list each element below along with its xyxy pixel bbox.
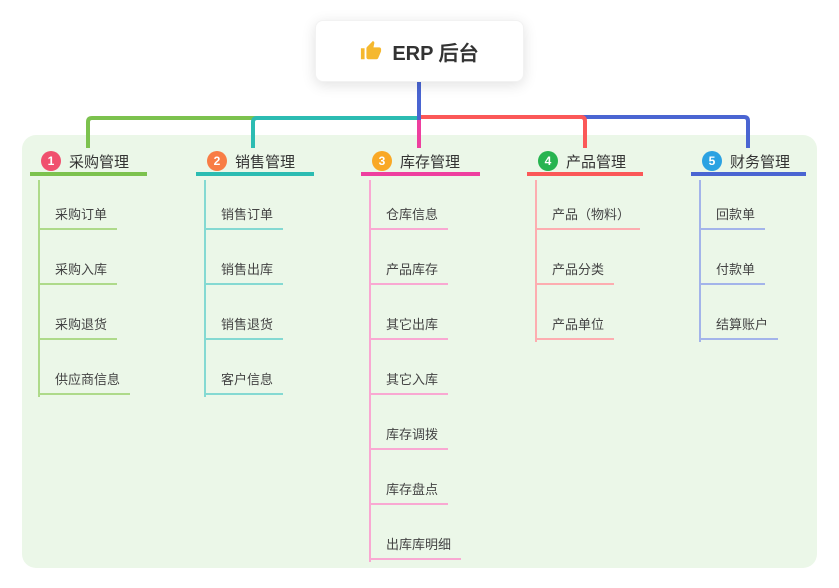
branch-2: 2 销售管理销售订单销售出库销售退货客户信息 — [196, 150, 314, 397]
child-node[interactable]: 回款单 — [699, 200, 766, 230]
branch-spine-line — [38, 180, 40, 397]
branch-spine-line — [369, 180, 371, 562]
child-node[interactable]: 其它入库 — [369, 365, 449, 395]
branch-number-badge: 4 — [538, 151, 558, 171]
branch-4: 4 产品管理产品（物料） 产品分类产品单位 — [527, 150, 643, 342]
child-node-label: 付款单 — [716, 262, 756, 277]
root-node[interactable]: ERP 后台 — [315, 20, 524, 82]
child-node[interactable]: 付款单 — [699, 255, 766, 285]
child-node-label: 采购退货 — [55, 317, 108, 332]
child-node[interactable]: 产品单位 — [535, 310, 615, 340]
branch-number-badge: 2 — [207, 151, 227, 171]
child-node[interactable]: 销售订单 — [204, 200, 284, 230]
branch-3: 3 库存管理仓库信息产品库存其它出库其它入库库存调拨库存盘点出库库明细 — [361, 150, 480, 562]
branch-connector-1 — [86, 116, 419, 148]
child-node-label: 销售订单 — [221, 207, 274, 222]
child-node[interactable]: 仓库信息 — [369, 200, 449, 230]
child-node-label: 产品（物料） — [552, 207, 631, 222]
child-node[interactable]: 采购订单 — [38, 200, 118, 230]
child-node[interactable]: 结算账户 — [699, 310, 779, 340]
branch-spine-line — [204, 180, 206, 397]
thumbs-up-icon — [361, 40, 382, 60]
child-node-label: 采购订单 — [55, 207, 108, 222]
child-node-label: 采购入库 — [55, 262, 108, 277]
child-node-label: 产品单位 — [552, 317, 605, 332]
child-node-label: 其它入库 — [386, 372, 439, 387]
child-node[interactable]: 供应商信息 — [38, 365, 131, 395]
branch-spine-line — [535, 180, 537, 342]
child-node[interactable]: 出库库明细 — [369, 530, 462, 560]
child-node[interactable]: 销售出库 — [204, 255, 284, 285]
branch-title-label: 财务管理 — [730, 153, 791, 171]
child-node[interactable]: 客户信息 — [204, 365, 284, 395]
branch-title-label: 库存管理 — [400, 153, 461, 171]
child-node[interactable]: 产品分类 — [535, 255, 615, 285]
child-node[interactable]: 库存盘点 — [369, 475, 449, 505]
root-title: ERP 后台 — [392, 42, 479, 65]
child-node-label: 回款单 — [716, 207, 756, 222]
branch-title-node[interactable]: 4 产品管理 — [527, 150, 643, 176]
branch-connector-4 — [419, 115, 587, 148]
child-node[interactable]: 产品库存 — [369, 255, 449, 285]
child-node[interactable]: 采购入库 — [38, 255, 118, 285]
child-node-label: 出库库明细 — [386, 537, 452, 552]
branch-number-badge: 1 — [41, 151, 61, 171]
child-node-label: 库存盘点 — [386, 482, 439, 497]
branch-connector-5 — [419, 115, 750, 148]
branch-number-badge: 5 — [702, 151, 722, 171]
mindmap-panel — [22, 135, 817, 568]
child-node[interactable]: 产品（物料） — [535, 200, 641, 230]
branch-1: 1 采购管理采购订单采购入库采购退货供应商信息 — [30, 150, 147, 397]
branch-title-node[interactable]: 3 库存管理 — [361, 150, 480, 176]
child-node-label: 其它出库 — [386, 317, 439, 332]
child-node[interactable]: 采购退货 — [38, 310, 118, 340]
child-node-label: 产品分类 — [552, 262, 605, 277]
child-node[interactable]: 其它出库 — [369, 310, 449, 340]
child-node-label: 库存调拨 — [386, 427, 439, 442]
child-node-label: 仓库信息 — [386, 207, 439, 222]
child-node-label: 产品库存 — [386, 262, 439, 277]
child-node[interactable]: 库存调拨 — [369, 420, 449, 450]
branch-number-badge: 3 — [372, 151, 392, 171]
branch-title-label: 产品管理 — [566, 153, 627, 171]
branch-spine-line — [699, 180, 701, 342]
child-node-label: 供应商信息 — [55, 372, 121, 387]
child-node-label: 销售退货 — [221, 317, 274, 332]
child-node-label: 结算账户 — [716, 317, 769, 332]
branch-title-node[interactable]: 1 采购管理 — [30, 150, 147, 176]
branch-connector-2 — [251, 116, 419, 148]
branch-title-label: 销售管理 — [235, 153, 296, 171]
branch-5: 5 财务管理回款单付款单结算账户 — [691, 150, 806, 342]
branch-title-node[interactable]: 5 财务管理 — [691, 150, 806, 176]
branch-title-label: 采购管理 — [69, 153, 130, 171]
branch-title-node[interactable]: 2 销售管理 — [196, 150, 314, 176]
child-node-label: 客户信息 — [221, 372, 274, 387]
child-node[interactable]: 销售退货 — [204, 310, 284, 340]
child-node-label: 销售出库 — [221, 262, 274, 277]
